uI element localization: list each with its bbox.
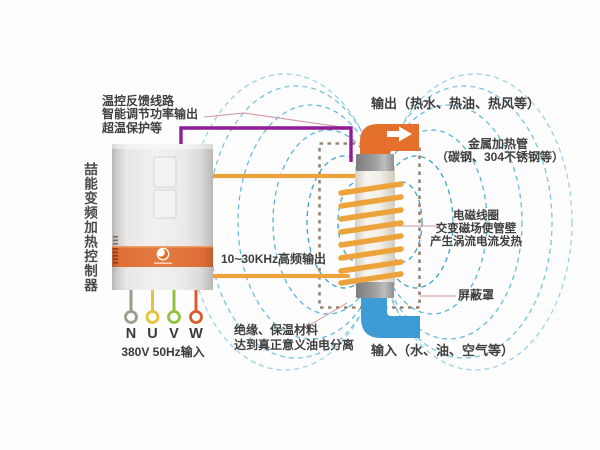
coil-turn bbox=[338, 233, 404, 248]
field-line bbox=[375, 104, 523, 340]
coil-label-line2: 交变磁场使管壁 bbox=[435, 222, 517, 235]
coil-turn bbox=[338, 246, 404, 261]
terminal-ring bbox=[145, 310, 160, 324]
brand-logo bbox=[154, 247, 172, 264]
coil-turn bbox=[338, 194, 404, 209]
power-input-spec: 380V 50Hz输入 bbox=[121, 345, 205, 359]
brand-logo-text-mark bbox=[154, 262, 172, 264]
electromagnetic-coil bbox=[338, 181, 404, 286]
feedback-label: 温控反馈线路 智能调节功率输出 超温保护等 bbox=[102, 94, 199, 135]
input-pipe-label: 输入（水、油、空气等） bbox=[371, 343, 515, 358]
insulation-label: 绝缘、保温材料 达到真正意义油电分离 bbox=[234, 323, 354, 353]
input-pipe bbox=[361, 291, 420, 338]
feedback-label-line3: 超温保护等 bbox=[102, 120, 163, 135]
insulation-label-line2: 达到真正意义油电分离 bbox=[234, 338, 355, 352]
coil-turn bbox=[338, 271, 404, 286]
feedback-label-line2: 智能调节功率输出 bbox=[102, 107, 199, 122]
coil-turn bbox=[338, 181, 404, 196]
terminal-letter: N bbox=[126, 326, 136, 342]
coil-turn bbox=[338, 207, 404, 222]
controller-display-lower bbox=[153, 189, 177, 219]
controller-box bbox=[112, 144, 213, 290]
connector-insulation bbox=[302, 302, 348, 330]
heating-tube-label: 金属加热管 （碳钢、304不锈钢等） bbox=[436, 137, 565, 165]
insulation-label-line1: 绝缘、保温材料 bbox=[234, 323, 319, 337]
terminal-letter: V bbox=[169, 326, 179, 342]
feedback-label-line1: 温控反馈线路 bbox=[102, 94, 175, 108]
feedback-control-wire bbox=[179, 126, 353, 162]
heating-tube-label-line2: （碳钢、304不锈钢等） bbox=[436, 150, 565, 165]
brand-logo-swirl-icon bbox=[158, 248, 169, 259]
hf-feed-wires bbox=[210, 173, 371, 279]
heating-tube-bottom-cap bbox=[356, 282, 394, 298]
output-pipe-label: 输出（热水、热油、热风等） bbox=[371, 96, 541, 111]
coil-turn bbox=[338, 220, 404, 235]
shield-label: 屏蔽罩 bbox=[458, 288, 495, 302]
hf-output-label: 10~30KHz高频输出 bbox=[221, 252, 327, 266]
flow-arrow-icon bbox=[387, 126, 412, 142]
terminal-ring bbox=[189, 310, 203, 324]
coil-label-line1: 电磁线圈 bbox=[453, 210, 499, 222]
coil-turn bbox=[338, 259, 404, 274]
terminal-ring bbox=[167, 310, 181, 324]
connector-feedback bbox=[203, 112, 349, 129]
terminal-letter: W bbox=[189, 326, 203, 342]
output-pipe bbox=[360, 124, 419, 159]
heating-tube-top-cap bbox=[356, 154, 394, 171]
terminal-ring bbox=[124, 310, 138, 324]
coil-label: 电磁线圈 交变磁场使管壁 产生涡流电流发热 bbox=[416, 210, 536, 249]
controller-display-upper bbox=[153, 156, 177, 188]
heating-tube-label-line1: 金属加热管 bbox=[467, 137, 528, 151]
terminal-letter: U bbox=[147, 326, 157, 342]
controller-top-highlight bbox=[112, 144, 213, 149]
controller-band-highlight bbox=[112, 246, 213, 248]
coil-label-line3: 产生涡流电流发热 bbox=[430, 235, 522, 248]
vent-slots bbox=[113, 236, 118, 264]
device-title-vertical: 喆能变频加热控制器 bbox=[82, 162, 97, 293]
